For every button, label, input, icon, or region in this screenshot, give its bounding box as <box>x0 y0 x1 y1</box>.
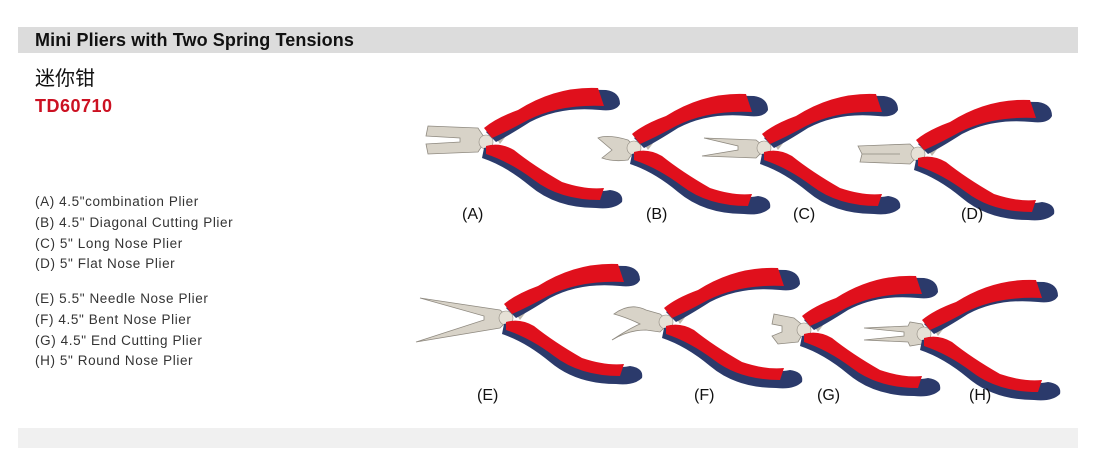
plier-jaws <box>701 137 767 159</box>
plier-label-f: (F) <box>694 387 715 404</box>
plier-image-b <box>568 88 778 215</box>
description-item-d: (D) 5" Flat Nose Plier <box>35 256 176 272</box>
plier-label-g: (G) <box>817 387 841 404</box>
footer-bar <box>18 428 1078 448</box>
page-title: Mini Pliers with Two Spring Tensions <box>35 30 354 50</box>
description-item-c: (C) 5" Long Nose Plier <box>35 235 183 251</box>
description-item-a: (A) 4.5"combination Plier <box>35 194 199 209</box>
description-list-1: (A) 4.5"combination Plier (B) 4.5" Diago… <box>35 192 233 275</box>
plier-label-c: (C) <box>793 206 816 223</box>
plier-label-a: (A) <box>462 206 484 223</box>
plier-label-e: (E) <box>477 387 499 404</box>
plier-image-f <box>600 262 810 389</box>
plier-label-b: (B) <box>646 206 668 223</box>
description-list-2: (E) 5.5" Needle Nose Plier (F) 4.5" Bent… <box>35 289 208 372</box>
plier-image-h <box>858 274 1068 401</box>
plier-label-d: (D) <box>961 206 984 223</box>
plier-image-e <box>415 258 650 385</box>
plier-jaws <box>597 136 637 162</box>
plier-image-c <box>698 88 908 215</box>
description-item-h: (H) 5" Round Nose Plier <box>35 353 194 369</box>
plier-image-g <box>738 270 948 397</box>
model-number: TD60710 <box>35 96 113 116</box>
title-bar <box>18 27 1078 53</box>
plier-jaws <box>771 313 807 345</box>
plier-jaws <box>425 125 487 155</box>
description-item-f: (F) 4.5" Bent Nose Plier <box>35 311 192 327</box>
plier-image-d <box>852 94 1062 221</box>
plier-label-h: (H) <box>969 387 992 404</box>
plier-jaws <box>611 306 671 341</box>
chinese-title: 迷你钳 <box>35 66 95 90</box>
plier-jaws <box>415 297 511 343</box>
plier-image-a <box>420 82 630 209</box>
plier-jaws <box>863 321 929 347</box>
plier-jaws <box>857 143 921 165</box>
description-item-e: (E) 5.5" Needle Nose Plier <box>35 291 209 306</box>
description-item-g: (G) 4.5" End Cutting Plier <box>35 332 203 348</box>
description-item-b: (B) 4.5" Diagonal Cutting Plier <box>35 214 234 230</box>
